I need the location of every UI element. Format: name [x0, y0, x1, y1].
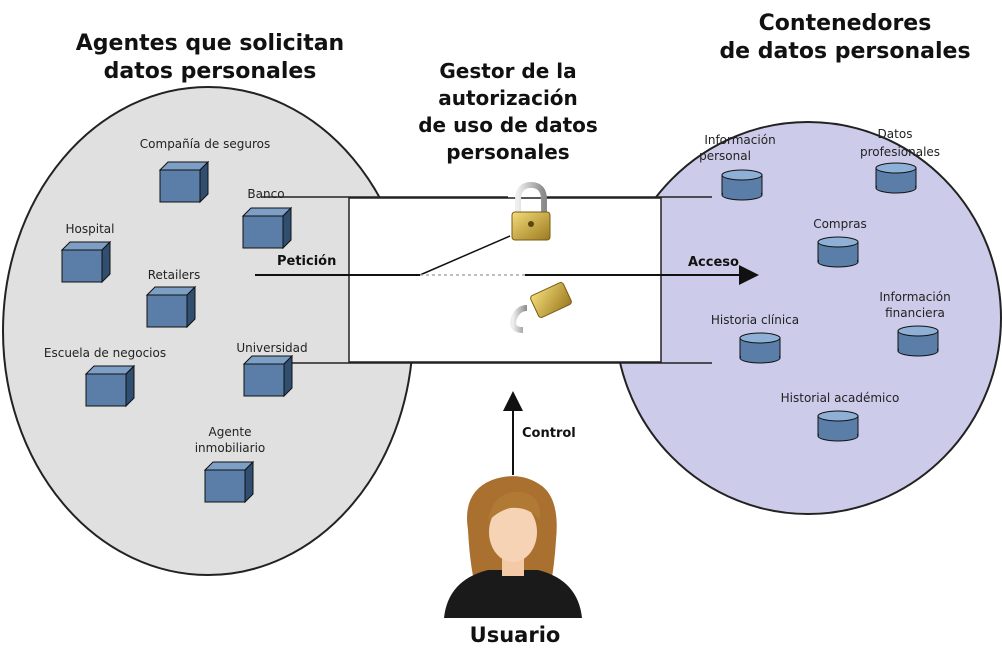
open-padlock-icon: [510, 282, 572, 333]
agents-title-line1: Agentes que solicitan: [75, 31, 345, 56]
manager-title-line4: personales: [446, 140, 570, 164]
agent-label-real-estate-1: Agente: [208, 425, 252, 439]
agent-label-insurance: Compañía de seguros: [139, 137, 271, 151]
container-label-personal-2: personal: [699, 149, 751, 163]
container-label-financial-1: Información: [879, 290, 951, 304]
closed-padlock-icon: [511, 181, 551, 241]
agents-title-line2: datos personales: [103, 59, 317, 84]
agents-title: Agentes que solicitan datos personales: [60, 30, 360, 86]
container-label-personal-1: Información: [704, 133, 776, 147]
manager-title-line2: autorización: [438, 86, 578, 110]
container-label-purchases: Compras: [813, 217, 867, 231]
access-label: Acceso: [688, 255, 739, 270]
agent-label-hospital: Hospital: [65, 222, 115, 236]
request-label: Petición: [277, 254, 337, 269]
control-label: Control: [522, 426, 576, 441]
agent-label-bank: Banco: [247, 187, 285, 201]
agent-label-business-school: Escuela de negocios: [43, 346, 167, 360]
container-label-professional-1: Datos: [877, 127, 913, 141]
containers-title-line2: de datos personales: [719, 39, 971, 64]
switch-line: [419, 235, 511, 276]
agent-label-real-estate-2: inmobiliario: [194, 441, 266, 455]
container-label-professional-2: profesionales: [859, 145, 941, 159]
manager-title: Gestor de la autorización de uso de dato…: [388, 58, 628, 166]
manager-title-line3: de uso de datos: [418, 113, 598, 137]
manager-title-line1: Gestor de la: [439, 59, 577, 83]
container-label-financial-2: financiera: [885, 306, 945, 320]
agent-label-university: Universidad: [236, 341, 308, 355]
container-label-clinical: Historia clínica: [710, 313, 800, 327]
manager-box: [348, 197, 662, 363]
container-label-academic: Historial académico: [780, 391, 900, 405]
containers-title-line1: Contenedores: [758, 11, 932, 36]
user-label: Usuario: [469, 623, 561, 647]
agent-label-retailers: Retailers: [147, 268, 201, 282]
containers-title: Contenedores de datos personales: [700, 10, 990, 66]
